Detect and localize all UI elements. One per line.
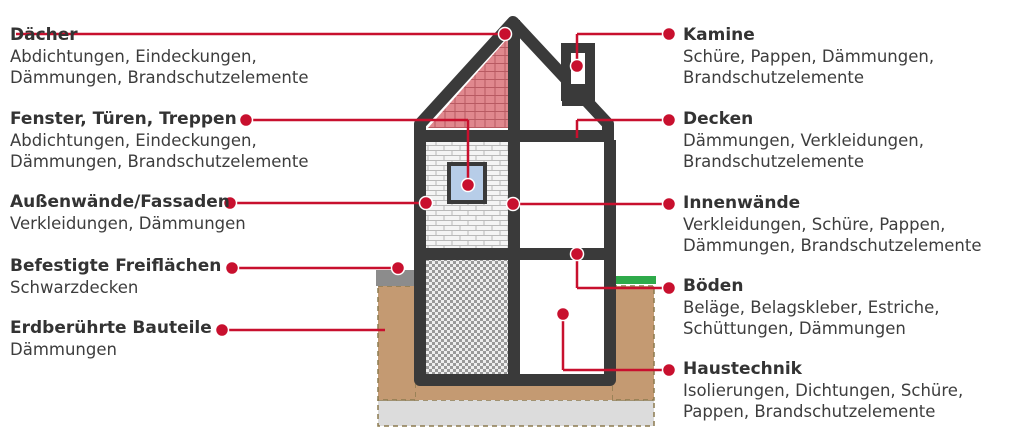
dot-daecher-house — [497, 26, 513, 42]
house-outline — [414, 16, 616, 386]
label-kamine: Kamine Schüre, Pappen, Dämmungen, Brands… — [683, 25, 934, 88]
label-title: Fenster, Türen, Treppen — [10, 109, 237, 129]
label-desc: Isolierungen, Dichtungen, Schüre, — [683, 381, 964, 400]
label-desc: Brandschutzelemente — [683, 68, 865, 87]
roof-shingles — [428, 30, 515, 128]
dot-erdberuehrt-label — [214, 322, 230, 338]
label-daecher: Dächer Abdichtungen, Eindeckungen, Dämmu… — [10, 25, 309, 88]
soil-right — [611, 285, 655, 401]
label-desc: Dämmungen, Brandschutzelemente — [683, 236, 982, 255]
label-desc: Pappen, Brandschutzelemente — [683, 402, 936, 421]
label-desc: Schüttungen, Dämmungen — [683, 319, 906, 338]
label-title: Befestigte Freiflächen — [10, 256, 222, 276]
label-title: Außenwände/Fassaden — [10, 192, 230, 212]
label-innenwaende: Innenwände Verkleidungen, Schüre, Pappen… — [683, 193, 982, 256]
label-desc: Verkleidungen, Dämmungen — [10, 214, 246, 233]
label-aussenwaende: Außenwände/Fassaden Verkleidungen, Dämmu… — [10, 192, 246, 234]
label-desc: Dämmungen, Verkleidungen, — [683, 131, 924, 150]
grass — [612, 276, 656, 284]
label-desc: Schüre, Pappen, Dämmungen, — [683, 47, 935, 66]
dot-fenster-label — [238, 112, 254, 128]
checker-wall — [422, 258, 516, 378]
label-desc: Abdichtungen, Eindeckungen, — [10, 131, 257, 150]
label-desc: Dämmungen, Brandschutzelemente — [10, 152, 309, 171]
dot-fenster-house — [460, 177, 476, 193]
dot-haustechnik-label — [661, 362, 677, 378]
label-desc: Schwarzdecken — [10, 278, 139, 297]
label-haustechnik: Haustechnik Isolierungen, Dichtungen, Sc… — [683, 359, 963, 422]
dot-aussenwaende-label — [222, 195, 238, 211]
dot-aussenwaende-house — [418, 195, 434, 211]
label-title: Kamine — [683, 25, 755, 45]
dot-boeden-label — [661, 280, 677, 296]
dot-haustechnik-house — [555, 306, 571, 322]
label-title: Erdberührte Bauteile — [10, 318, 212, 338]
dot-decken-label — [661, 112, 677, 128]
label-boeden: Böden Beläge, Belagskleber, Estriche, Sc… — [683, 276, 940, 339]
label-freiflaechen: Befestigte Freiflächen Schwarzdecken — [10, 256, 221, 298]
label-desc: Beläge, Belagskleber, Estriche, — [683, 298, 940, 317]
label-desc: Brandschutzelemente — [683, 152, 865, 171]
pavement — [376, 270, 420, 286]
label-desc: Verkleidungen, Schüre, Pappen, — [683, 215, 946, 234]
dot-kamine-label — [661, 26, 677, 42]
connectors — [16, 32, 669, 372]
soil-left — [377, 285, 417, 401]
label-title: Haustechnik — [683, 359, 802, 379]
gravel-layer — [377, 399, 655, 427]
dot-kamine-house — [569, 58, 585, 74]
marker-dots — [214, 26, 677, 378]
label-title: Innenwände — [683, 193, 801, 213]
label-decken: Decken Dämmungen, Verkleidungen, Brandsc… — [683, 109, 924, 172]
label-erdberuehrt: Erdberührte Bauteile Dämmungen — [10, 318, 212, 360]
label-desc: Dämmungen, Brandschutzelemente — [10, 68, 309, 87]
dot-innenwaende-label — [661, 196, 677, 212]
label-title: Böden — [683, 276, 744, 296]
label-fenster: Fenster, Türen, Treppen Abdichtungen, Ei… — [10, 109, 309, 172]
label-title: Dächer — [10, 25, 78, 45]
label-title: Decken — [683, 109, 754, 129]
dot-boeden-house — [569, 246, 585, 262]
dot-freiflaechen-house — [390, 260, 406, 276]
label-desc: Dämmungen — [10, 340, 117, 359]
label-desc: Abdichtungen, Eindeckungen, — [10, 47, 257, 66]
dot-freiflaechen-label — [224, 260, 240, 276]
dot-innenwaende-house — [505, 196, 521, 212]
